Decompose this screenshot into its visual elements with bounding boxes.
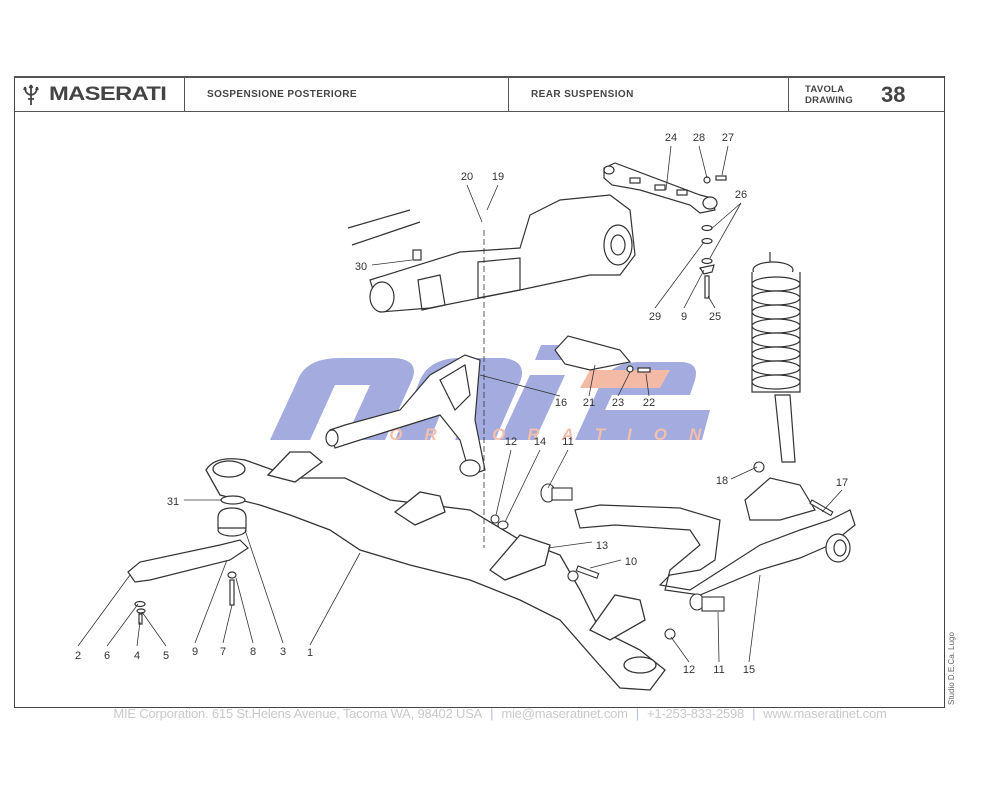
callout-28: 28: [693, 132, 705, 144]
drawing-number: 38: [881, 81, 906, 107]
callout-11-upper: 11: [562, 436, 573, 448]
callout-18: 18: [716, 475, 728, 487]
drawing-label-english: DRAWING: [805, 94, 854, 106]
callout-22: 22: [643, 397, 655, 409]
callout-21: 21: [583, 397, 595, 409]
differential-assembly: [347, 194, 636, 313]
callout-13: 13: [596, 540, 608, 552]
callout-14: 14: [534, 436, 546, 448]
footer-website[interactable]: www.maseratinet.com: [763, 706, 887, 721]
footer-separator: |: [490, 706, 494, 721]
callout-5: 5: [163, 650, 169, 662]
footer-contact: MIE Corporation. 615 St.Helens Avenue, T…: [0, 706, 1000, 721]
callout-4: 4: [134, 650, 140, 662]
callout-24: 24: [665, 132, 677, 144]
footer-address: MIE Corporation. 615 St.Helens Avenue, T…: [113, 706, 483, 721]
cover-plate: [554, 335, 651, 373]
footer-email[interactable]: mie@maseratinet.com: [501, 706, 628, 721]
callout-11-lower: 11: [713, 664, 724, 676]
callout-29: 29: [649, 311, 661, 323]
callout-17: 17: [836, 477, 848, 489]
callout-8: 8: [250, 646, 256, 658]
callout-3: 3: [280, 646, 286, 658]
callout-31: 31: [167, 496, 179, 508]
callout-2: 2: [75, 650, 81, 662]
footer-separator: |: [752, 706, 756, 721]
coilover-shock: [751, 252, 801, 463]
brand-name: MASERATI: [49, 83, 167, 105]
title-block: MASERATI SOSPENSIONE POSTERIORE REAR SUS…: [15, 78, 944, 112]
callout-20: 20: [461, 171, 473, 183]
callout-12-upper: 12: [505, 436, 517, 448]
callout-numbers: 1 2 3 4 5 6 7 8 9 9 10 11 11 12 12 13 14…: [75, 132, 848, 676]
drawing-sheet: MASERATI SOSPENSIONE POSTERIORE REAR SUS…: [14, 76, 945, 708]
callout-30: 30: [355, 261, 367, 273]
callout-23: 23: [612, 397, 624, 409]
title-english: REAR SUSPENSION: [509, 78, 789, 111]
drawing-label-italian: TAVOLA: [805, 83, 845, 95]
footer-phone: +1-253-833-2598: [646, 706, 745, 721]
rear-subframe: [205, 451, 666, 691]
callout-15: 15: [743, 664, 755, 676]
drawing-number-block: TAVOLA DRAWING 38: [789, 78, 944, 111]
callout-25: 25: [709, 311, 721, 323]
callout-12-lower: 12: [683, 664, 695, 676]
callout-7: 7: [220, 646, 226, 658]
maserati-logo: MASERATI: [15, 78, 185, 111]
title-italian: SOSPENSIONE POSTERIORE: [185, 78, 509, 111]
footer-separator: |: [635, 706, 639, 721]
svg-text:CORPORATION: CORPORATION: [355, 425, 723, 444]
callout-1: 1: [307, 647, 313, 659]
leader-lines: [77, 145, 843, 663]
drawing-labels: TAVOLA DRAWING: [805, 84, 853, 106]
mounting-bracket: [603, 162, 727, 299]
trident-icon: [23, 84, 39, 105]
lower-wishbone: [574, 477, 856, 596]
callout-9: 9: [192, 646, 198, 658]
callout-9-upper: 9: [681, 311, 687, 323]
studio-credit: Studio D.E.Ca. Lugo: [947, 632, 956, 705]
callout-16: 16: [555, 397, 567, 409]
callout-26: 26: [735, 189, 747, 201]
callout-10: 10: [625, 556, 637, 568]
callout-19: 19: [492, 171, 504, 183]
callout-6: 6: [104, 650, 110, 662]
callout-27: 27: [722, 132, 734, 144]
bushings-hardware: [490, 461, 834, 640]
upper-wishbone: [325, 354, 486, 477]
subframe-mount: [127, 495, 249, 625]
